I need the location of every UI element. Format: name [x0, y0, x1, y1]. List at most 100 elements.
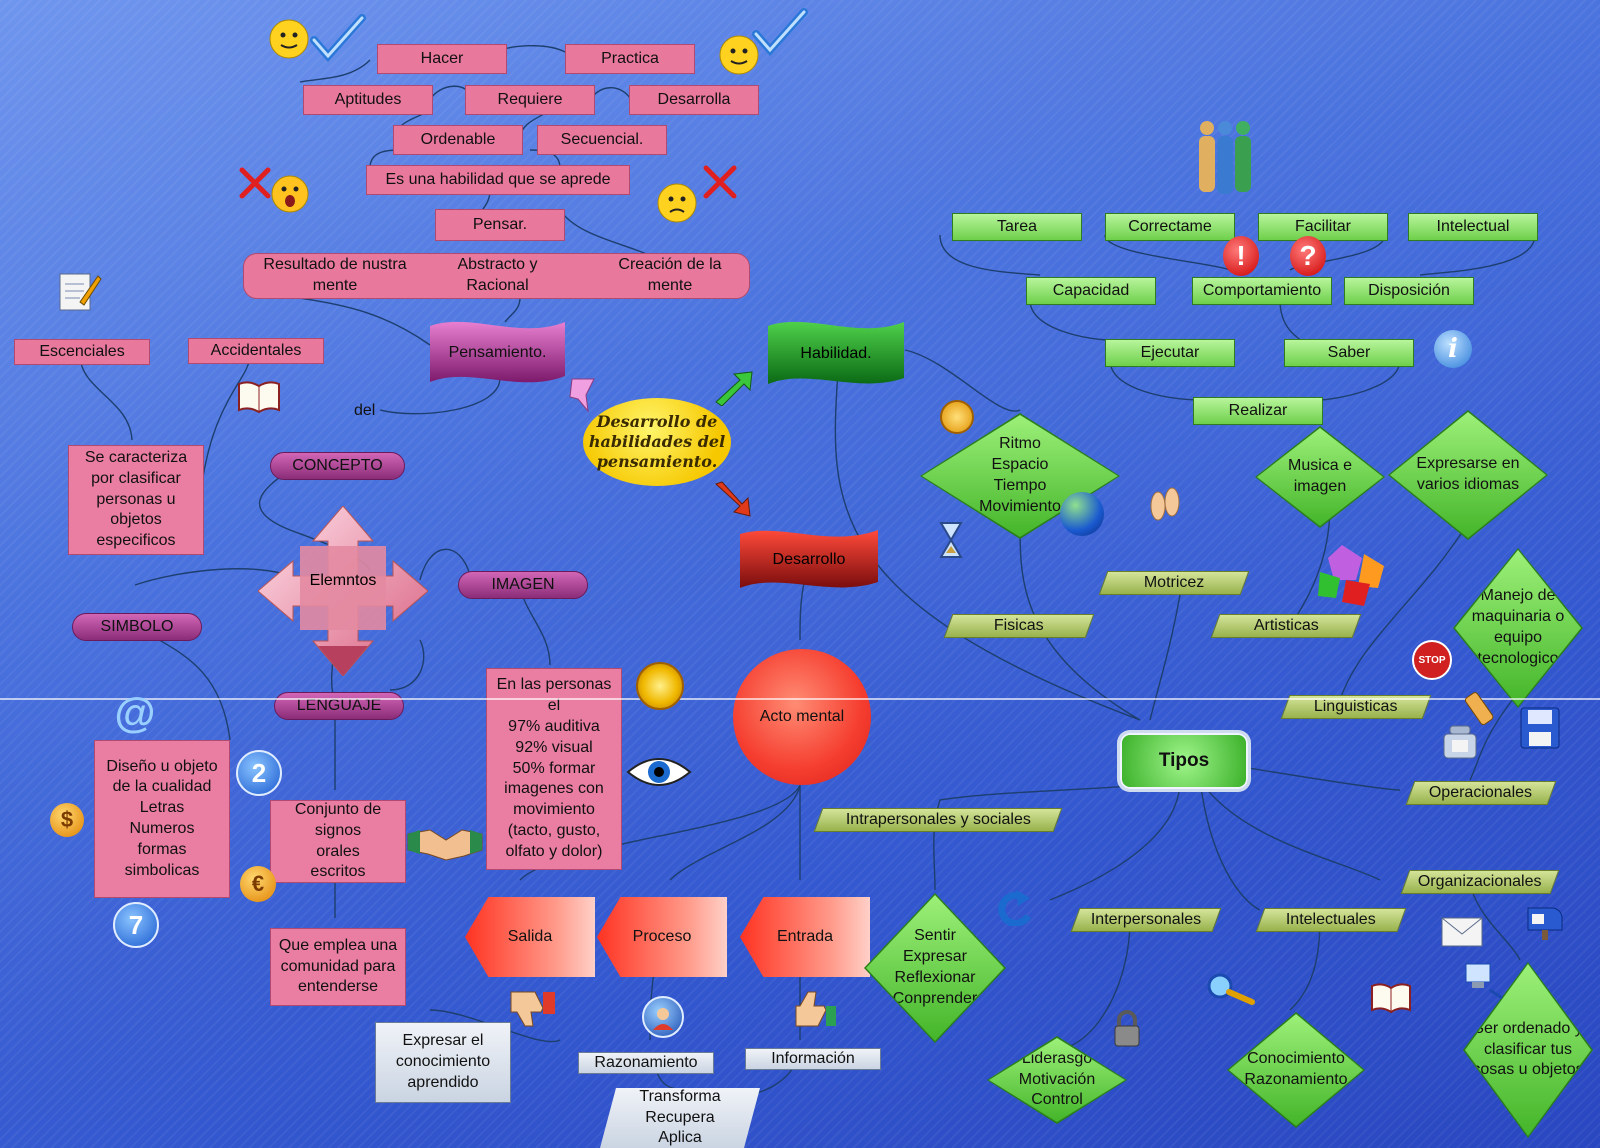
sentir-node[interactable]: Sentir Expresar Reflexionar Conprender	[864, 893, 1006, 1043]
ordenable-node[interactable]: Ordenable	[393, 125, 523, 155]
comunidad-node[interactable]: Que emplea una comunidad para entenderse	[270, 928, 406, 1006]
ejecutar-node[interactable]: Ejecutar	[1105, 339, 1235, 367]
handshake-icon	[406, 820, 484, 864]
secuencial-node[interactable]: Secuencial.	[537, 125, 667, 155]
aptitudes-node[interactable]: Aptitudes	[303, 85, 433, 115]
capacidad-node[interactable]: Capacidad	[1026, 277, 1156, 305]
disposicion-node[interactable]: Disposición	[1344, 277, 1474, 305]
people-group-icon	[1193, 116, 1257, 198]
mobile-phone-icon	[1460, 688, 1500, 728]
smiley-icon	[268, 18, 310, 60]
facilitar-node[interactable]: Facilitar	[1258, 213, 1388, 241]
habilidad-node[interactable]: Habilidad.	[768, 318, 904, 390]
exclamation-icon: !	[1223, 236, 1259, 276]
simbolo-node[interactable]: SIMBOLO	[72, 613, 202, 641]
desarrollo-node[interactable]: Desarrollo	[740, 528, 878, 592]
esenciales-node[interactable]: Escenciales	[14, 339, 150, 365]
tarea-node[interactable]: Tarea	[952, 213, 1082, 241]
elementos-node[interactable]: Elemntos	[258, 506, 428, 676]
conjunto-node[interactable]: Conjunto de signos orales escritos	[270, 800, 406, 883]
realizar-node[interactable]: Realizar	[1193, 397, 1323, 425]
razonamiento-node[interactable]: Razonamiento	[578, 1052, 714, 1074]
operacionales-label: Operacionales	[1429, 783, 1533, 801]
musica-node[interactable]: Musica e imagen	[1255, 426, 1385, 528]
green-flag-icon	[768, 321, 904, 384]
operacionales-node[interactable]: Operacionales	[1405, 781, 1557, 805]
lenguaje-node[interactable]: LENGUAJE	[274, 692, 404, 720]
concepto-node[interactable]: CONCEPTO	[270, 452, 405, 480]
dollar-coin-icon: $	[50, 803, 84, 837]
magnifier-icon	[1204, 972, 1256, 1006]
organizacionales-node[interactable]: Organizacionales	[1400, 870, 1560, 894]
mailbox-icon	[1522, 898, 1566, 942]
info-icon: i	[1434, 330, 1472, 368]
tipos-node[interactable]: Tipos	[1120, 733, 1248, 789]
thumbs-down-icon	[505, 986, 557, 1030]
elementos-label: Elemntos	[309, 572, 377, 589]
creacion-node[interactable]: Creación de la mente	[618, 256, 722, 294]
maquinaria-node[interactable]: Manejo de maquinaria o equipo tecnologic…	[1453, 548, 1583, 708]
acto-mental-node[interactable]: Acto mental	[733, 649, 871, 785]
correctamente-node[interactable]: Correctame	[1105, 213, 1235, 241]
entrada-node[interactable]: Entrada	[740, 897, 870, 977]
transforma-node[interactable]: Transforma Recupera Aplica	[600, 1088, 760, 1148]
pink-pin-icon	[566, 375, 600, 415]
red-x-icon	[700, 162, 740, 202]
four-arrows-icon	[258, 506, 428, 676]
pensamiento-label: Pensamiento.	[448, 344, 547, 361]
intelectuales-label: Intelectuales	[1286, 910, 1376, 928]
requiere-node[interactable]: Requiere	[465, 85, 595, 115]
pensar-node[interactable]: Pensar.	[435, 209, 565, 241]
surprised-face-icon	[270, 174, 310, 214]
diseno-node[interactable]: Diseño u objeto de la cualidad Letras Nu…	[94, 740, 230, 898]
smiley-icon	[718, 34, 760, 76]
red-arrow-icon	[712, 480, 752, 518]
green-arrow-icon	[712, 370, 754, 406]
fisicas-label: Fisicas	[994, 616, 1044, 634]
informacion-node[interactable]: Información	[745, 1048, 881, 1070]
sad-face-icon	[656, 182, 698, 224]
personas-node[interactable]: En las personas el 97% auditiva 92% visu…	[486, 668, 622, 870]
fisicas-node[interactable]: Fisicas	[943, 614, 1095, 638]
habilidad-aprende-node[interactable]: Es una habilidad que se aprede	[366, 165, 630, 195]
maquinaria-label: Manejo de maquinaria o equipo tecnologic…	[1455, 550, 1581, 706]
magenta-flag-icon	[430, 321, 565, 383]
resultado-node[interactable]: Resultado de nustra mente	[263, 256, 407, 294]
idiomas-node[interactable]: Expresarse en varios idiomas	[1388, 410, 1548, 540]
motricez-label: Motricez	[1143, 573, 1205, 591]
envelope-icon	[1440, 916, 1484, 948]
proceso-node[interactable]: Proceso	[597, 897, 727, 977]
abstracto-node[interactable]: Abstracto y Racional	[457, 256, 538, 294]
conocimiento-node[interactable]: Conocimiento Razonamiento	[1227, 1012, 1365, 1128]
stop-sign-icon: STOP	[1412, 640, 1452, 680]
pensamiento-node[interactable]: Pensamiento.	[430, 318, 565, 388]
intelectual-node[interactable]: Intelectual	[1408, 213, 1538, 241]
liderazgo-label: Liderasgo Motivación Control	[989, 1038, 1125, 1122]
interpersonales-node[interactable]: Interpersonales	[1070, 908, 1222, 932]
hourglass-icon	[938, 520, 964, 560]
salida-node[interactable]: Salida	[465, 897, 595, 977]
expresar-node[interactable]: Expresar el conocimiento aprendido	[375, 1022, 511, 1103]
imagen-node[interactable]: IMAGEN	[458, 571, 588, 599]
ordenado-node[interactable]: Ser ordenado y clasificar tus cosas u ob…	[1463, 962, 1593, 1138]
motricez-node[interactable]: Motricez	[1098, 571, 1250, 595]
center-topic-node[interactable]: Desarrollo de habilidades del pensamient…	[583, 398, 731, 486]
caracteriza-node[interactable]: Se caracteriza por clasificar personas u…	[68, 445, 204, 555]
comportamiento-node[interactable]: Comportamiento	[1192, 277, 1332, 305]
desarrolla-node[interactable]: Desarrolla	[629, 85, 759, 115]
intelectuales-node[interactable]: Intelectuales	[1255, 908, 1407, 932]
sentir-label: Sentir Expresar Reflexionar Conprender	[866, 895, 1004, 1041]
practica-node[interactable]: Practica	[565, 44, 695, 74]
number-two-icon: 2	[236, 750, 282, 796]
musica-label: Musica e imagen	[1257, 428, 1383, 526]
hacer-node[interactable]: Hacer	[377, 44, 507, 74]
intrapersonales-node[interactable]: Intrapersonales y sociales	[813, 808, 1063, 832]
saber-node[interactable]: Saber	[1284, 339, 1414, 367]
artisticas-node[interactable]: Artisticas	[1210, 614, 1362, 638]
eye-icon	[626, 752, 692, 792]
liderazgo-node[interactable]: Liderasgo Motivación Control	[987, 1036, 1127, 1124]
accidentales-node[interactable]: Accidentales	[188, 338, 324, 364]
floppy-disk-icon	[1519, 706, 1561, 750]
book-icon	[1370, 980, 1412, 1014]
